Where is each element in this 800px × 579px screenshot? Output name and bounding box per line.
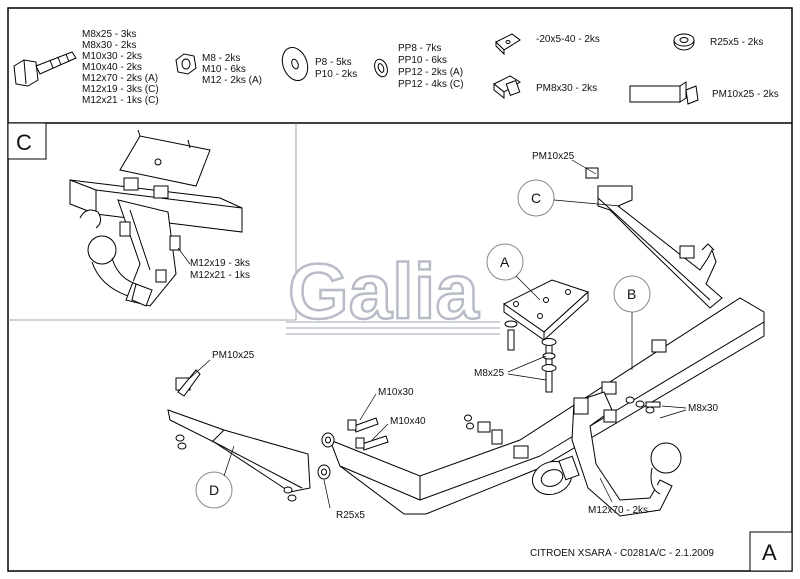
spacer-icon xyxy=(673,33,695,51)
callout-m10x40: M10x40 xyxy=(390,416,426,427)
leader-line xyxy=(189,359,211,379)
plate-icon xyxy=(495,33,521,56)
leader-line xyxy=(371,423,389,441)
socket xyxy=(531,455,580,496)
nut-list: M8 - 2ks M10 - 6ks M12 - 2ks (A) xyxy=(202,53,262,86)
spring-washer-icon xyxy=(374,58,388,78)
detail-c-callout-m12x21: M12x21 - 1ks xyxy=(190,270,250,281)
towball xyxy=(571,391,682,517)
detail-c-label-box xyxy=(7,122,47,160)
bolt-item: M12x70 - 2ks (A) xyxy=(82,73,158,84)
spring-washer-item: PP10 - 6ks xyxy=(398,55,447,66)
detail-c-drawing xyxy=(69,129,243,307)
nut-icon xyxy=(175,53,197,75)
m8x25-bolts xyxy=(504,320,557,393)
washer-item: P10 - 2ks xyxy=(315,69,357,80)
leader-line xyxy=(177,247,191,265)
leader-line xyxy=(599,477,613,503)
callout-circle-a: A xyxy=(486,243,541,301)
washer-list: P8 - 5ks P10 - 2ks xyxy=(315,57,357,80)
callout-pm10x25-left: PM10x25 xyxy=(212,350,255,361)
leader-line xyxy=(659,409,687,419)
callout-circle-c: C xyxy=(517,179,621,217)
leader-line xyxy=(507,373,547,381)
spring-washer-item: PP12 - 2ks (A) xyxy=(398,67,463,78)
washer-item: P8 - 5ks xyxy=(315,57,352,68)
svg-text:B: B xyxy=(627,286,636,302)
callout-m10x30: M10x30 xyxy=(378,387,414,398)
bolt-item: M12x19 - 3ks (C) xyxy=(82,84,159,95)
spring-washer-list: PP8 - 7ks PP10 - 6ks PP12 - 2ks (A) PP12… xyxy=(398,43,464,90)
bolt-item: M10x30 - 2ks xyxy=(82,51,142,62)
leader-line xyxy=(571,159,597,175)
callout-pm10x25-top: PM10x25 xyxy=(532,151,575,162)
bracket-bolt-label: PM10x25 - 2ks xyxy=(712,89,779,100)
bracket-c xyxy=(585,167,723,309)
spring-washer-item: PP12 - 4ks (C) xyxy=(398,79,464,90)
m10-bolts xyxy=(347,417,389,451)
bolt-item: M12x21 - 1ks (C) xyxy=(82,95,159,106)
galia-logo: Galia xyxy=(286,246,502,336)
leader-line xyxy=(359,393,377,421)
callout-r25x5: R25x5 xyxy=(336,510,365,521)
crossbar-fasteners xyxy=(464,396,661,445)
leader-line xyxy=(323,479,331,509)
sheet-label-box xyxy=(749,531,793,572)
bolt-item: M8x30 - 2ks xyxy=(82,40,136,51)
plate-label: -20x5-40 - 2ks xyxy=(536,34,600,45)
callout-circle-b: B xyxy=(613,275,651,370)
bracket-bolt-icon xyxy=(629,81,699,105)
spacer-label: R25x5 - 2ks xyxy=(710,37,763,48)
footer-model: CITROEN XSARA - C0281A/C - 2.1.2009 xyxy=(530,548,714,559)
callout-m8x30: M8x30 xyxy=(688,403,718,414)
svg-text:C: C xyxy=(531,190,541,206)
d-fasteners xyxy=(175,432,335,502)
bolt-list: M8x25 - 3ks M8x30 - 2ks M10x30 - 2ks M10… xyxy=(82,29,159,106)
callout-circle-d: D xyxy=(195,445,235,509)
spring-washer-item: PP8 - 7ks xyxy=(398,43,441,54)
outer-border xyxy=(7,7,793,572)
callout-m12x70: M12x70 - 2ks xyxy=(588,505,648,516)
svg-text:A: A xyxy=(500,254,510,270)
leader-line xyxy=(661,405,687,409)
callout-m8x25: M8x25 xyxy=(474,368,504,379)
plate-bolt-icon xyxy=(493,75,521,100)
bracket-a xyxy=(503,279,589,342)
bracket-d xyxy=(167,369,311,493)
detail-c-callout-m12x19: M12x19 - 3ks xyxy=(190,258,250,269)
bolt-item: M8x25 - 3ks xyxy=(82,29,136,40)
washer-icon xyxy=(281,47,309,81)
plate-bolt-label: PM8x30 - 2ks xyxy=(536,83,597,94)
detail-c-label: C xyxy=(16,130,32,155)
leader-line xyxy=(507,355,547,373)
nut-item: M8 - 2ks xyxy=(202,53,240,64)
sheet-label: A xyxy=(762,540,777,565)
bolt-item: M10x40 - 2ks xyxy=(82,62,142,73)
svg-text:D: D xyxy=(209,482,219,498)
nut-item: M10 - 6ks xyxy=(202,64,246,75)
nut-item: M12 - 2ks (A) xyxy=(202,75,262,86)
bolt-icon xyxy=(13,51,77,87)
